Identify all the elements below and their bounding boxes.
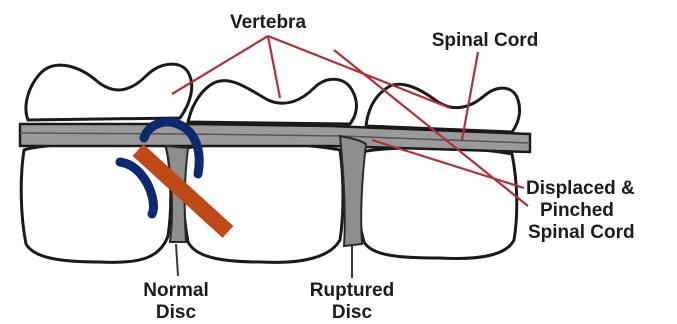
label-displaced-2: Pinched — [540, 200, 614, 221]
normal-disc-leader — [176, 244, 178, 276]
vertebra-leader-3 — [268, 36, 450, 108]
label-displaced-1: Displaced & — [526, 178, 635, 199]
vertebra-body-right — [357, 148, 516, 259]
label-normal-2: Disc — [156, 302, 197, 323]
vertebra-leader-2 — [268, 36, 280, 98]
vertebra-bodies — [21, 143, 517, 262]
label-displaced-3: Spinal Cord — [528, 222, 635, 243]
label-spinal-cord: Spinal Cord — [432, 30, 539, 51]
label-normal-1: Normal — [143, 280, 208, 301]
label-ruptured-2: Disc — [332, 302, 373, 323]
label-ruptured-1: Ruptured — [310, 280, 394, 301]
ruptured-disc-shape — [340, 136, 366, 246]
vertebra-process-middle — [188, 79, 356, 124]
vertebra-processes — [26, 64, 520, 132]
vertebra-process-right — [366, 84, 520, 132]
label-vertebra: Vertebra — [230, 12, 306, 33]
vertebra-process-left — [26, 64, 192, 120]
